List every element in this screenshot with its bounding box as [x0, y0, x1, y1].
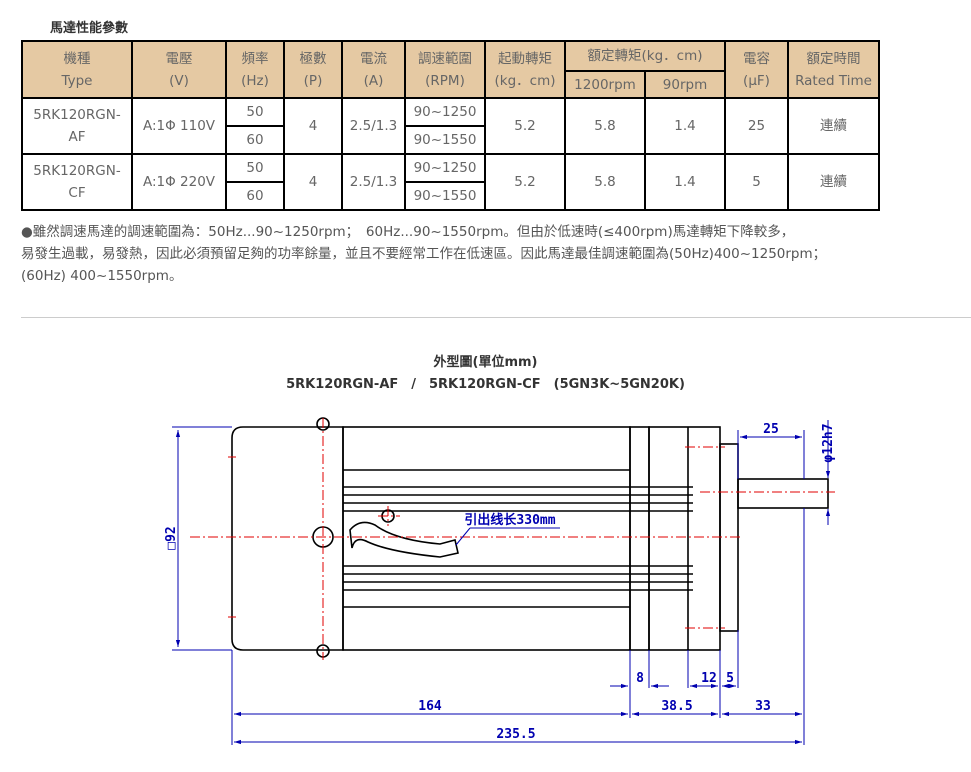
cell-torque-1200: 5.8	[564, 153, 646, 211]
header-current: 電流(A)	[341, 40, 406, 99]
cell-speed: 90~1250	[404, 97, 486, 127]
note-line: ●雖然調速馬達的調速範圍為：50Hz...90~1250rpm； 60Hz...…	[21, 224, 795, 240]
dim-164-label: 164	[418, 699, 442, 714]
dim-shaft-diameter-label: φ12h7	[821, 423, 836, 462]
note-line: 易發生過載，易發熱，因此必須預留足夠的功率餘量，並且不要經常工作在低速區。因此馬…	[21, 246, 827, 262]
header-speed-range: 調速範圍(RPM)	[404, 40, 486, 99]
cell-voltage: A:1Φ 220V	[131, 153, 227, 211]
dim-33-label: 33	[755, 699, 771, 714]
center-lines	[190, 418, 835, 660]
header-capacitor: 電容(μF)	[724, 40, 789, 99]
table-row: 60 90~1550	[22, 125, 879, 155]
lead-wire-label: 引出线长330mm	[464, 512, 555, 528]
header-frequency: 頻率(Hz)	[225, 40, 285, 99]
dim-8-label: 8	[636, 671, 644, 686]
dim-5-label: 5	[726, 671, 734, 686]
cell-current: 2.5/1.3	[341, 153, 406, 211]
cell-capacitor: 25	[724, 97, 789, 155]
divider	[21, 317, 971, 318]
header-starting-torque: 起動轉矩(kg．cm)	[484, 40, 566, 99]
cell-speed: 90~1250	[404, 153, 486, 183]
table-row: 60 90~1550	[22, 181, 879, 211]
cell-voltage: A:1Φ 110V	[131, 97, 227, 155]
header-voltage: 電壓(V)	[131, 40, 227, 99]
cell-start-torque: 5.2	[484, 153, 566, 211]
cell-model: 5RK120RGN-CF	[21, 153, 133, 211]
motor-body	[231, 417, 829, 658]
section-title: 馬達性能參數	[50, 21, 129, 36]
cell-frequency: 50	[225, 97, 285, 127]
cell-rated-time: 連續	[787, 153, 880, 211]
speed-range-note: ●雖然調速馬達的調速範圍為：50Hz...90~1250rpm； 60Hz...…	[21, 221, 921, 287]
cell-speed: 90~1550	[404, 181, 486, 211]
dim-height-label: □92	[164, 526, 179, 549]
cell-frequency: 60	[225, 181, 285, 211]
cell-torque-1200: 5.8	[564, 97, 646, 155]
cell-capacitor: 5	[724, 153, 789, 211]
cell-start-torque: 5.2	[484, 97, 566, 155]
cell-poles: 4	[283, 153, 343, 211]
dim-total-length-label: 235.5	[496, 727, 535, 742]
cell-speed: 90~1550	[404, 125, 486, 155]
dim-shaft-length-label: 25	[763, 422, 779, 437]
dim-38-5-label: 38.5	[661, 699, 692, 714]
dimension-lines	[172, 420, 831, 745]
dim-12-label: 12	[701, 671, 717, 686]
cell-torque-90: 1.4	[644, 97, 726, 155]
header-poles: 極數(P)	[283, 40, 343, 99]
cell-torque-90: 1.4	[644, 153, 726, 211]
drawing-title: 外型圖(單位mm)	[433, 355, 538, 370]
cell-frequency: 50	[225, 153, 285, 183]
cell-poles: 4	[283, 97, 343, 155]
cell-frequency: 60	[225, 125, 285, 155]
cell-rated-time: 連續	[787, 97, 880, 155]
header-torque-90rpm: 90rpm	[644, 70, 726, 99]
header-torque-1200rpm: 1200rpm	[564, 70, 646, 99]
table-row: 5RK120RGN-CF A:1Φ 220V 50 4 2.5/1.3 90~1…	[21, 153, 880, 211]
cell-current: 2.5/1.3	[341, 97, 406, 155]
cell-model: 5RK120RGN-AF	[21, 97, 133, 155]
table-row: 5RK120RGN-AF A:1Φ 110V 50 4 2.5/1.3 90~1…	[21, 97, 880, 155]
header-rated-torque: 額定轉矩(kg．cm)	[564, 40, 726, 72]
drawing-subtitle: 5RK120RGN-AF / 5RK120RGN-CF (5GN3K~5GN20…	[286, 377, 685, 392]
note-line: (60Hz) 400~1550rpm。	[21, 268, 183, 284]
